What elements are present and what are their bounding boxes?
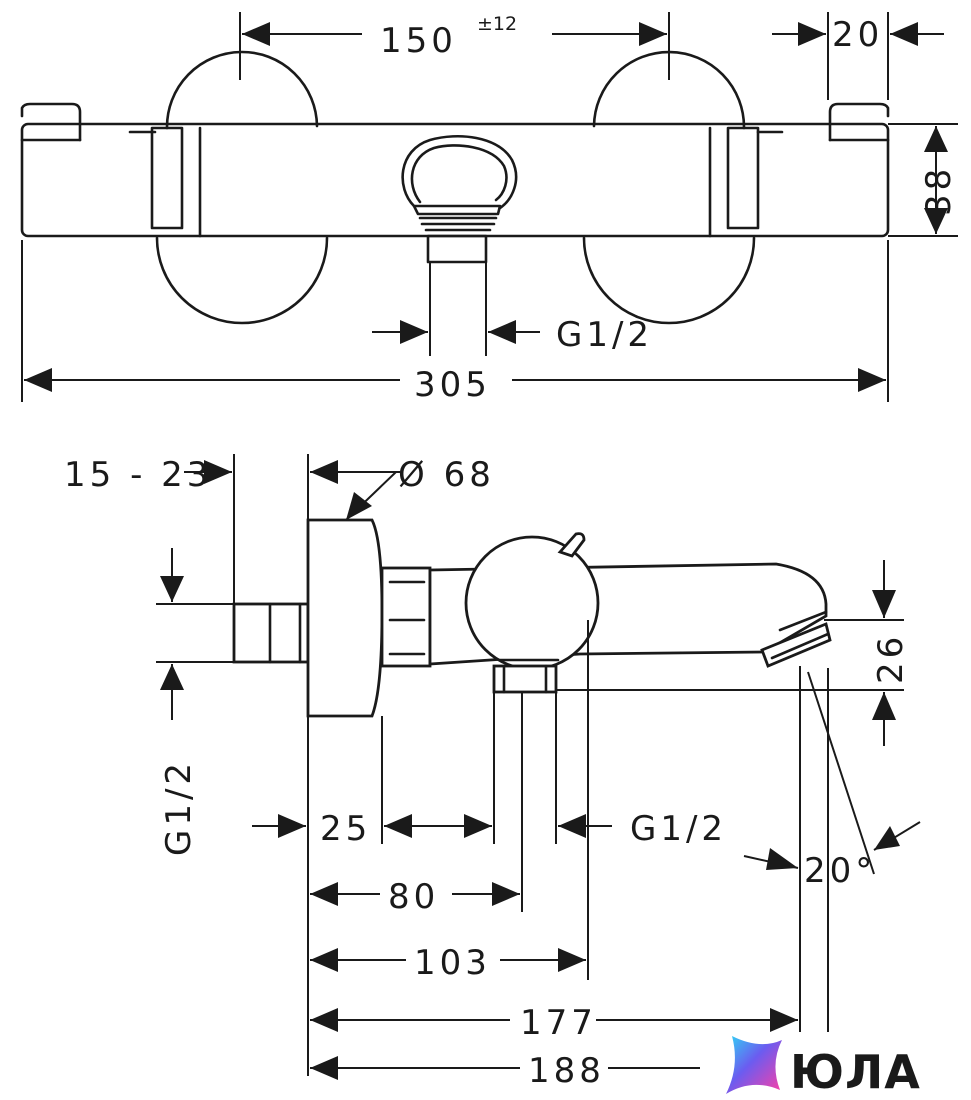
dim-103-label: 103 [414, 943, 491, 983]
dim-150-label: 150 [380, 21, 457, 61]
dim-305-label: 305 [414, 365, 491, 405]
dim-top-g12-label: G1/2 [556, 315, 653, 355]
dim-177-label: 177 [520, 1003, 597, 1043]
dim-inlet-g12-label: G1/2 [159, 759, 199, 856]
dim-20deg-label: 20° [804, 851, 876, 891]
star-gradient-icon [726, 1036, 782, 1094]
rosette-side [306, 518, 384, 718]
dim-15-23-label: 15 - 23 [64, 455, 212, 495]
brand-logo-text: ЮЛА [790, 1045, 921, 1099]
top-view: 150 ±12 20 38 G1/2 305 [20, 12, 959, 405]
brand-logo: ЮЛА [726, 1036, 921, 1099]
dim-38-label: 38 [919, 165, 959, 216]
dim-outlet-g12-label: G1/2 [630, 809, 727, 849]
dim-150-tolerance: ±12 [477, 13, 517, 35]
dim-188-label: 188 [528, 1051, 605, 1091]
dim-26-label: 26 [871, 633, 911, 684]
side-view: 15 - 23 Ø 68 G1/2 25 G1/2 26 20° [64, 454, 921, 1091]
outlet-ring [401, 134, 518, 210]
left-rosette-outline [155, 50, 329, 325]
thermostat-knob [464, 535, 600, 671]
dim-80-label: 80 [388, 877, 439, 917]
dim-20-label: 20 [832, 15, 883, 55]
dim-diameter-68-label: Ø 68 [398, 455, 495, 495]
dim-25-label: 25 [320, 809, 371, 849]
